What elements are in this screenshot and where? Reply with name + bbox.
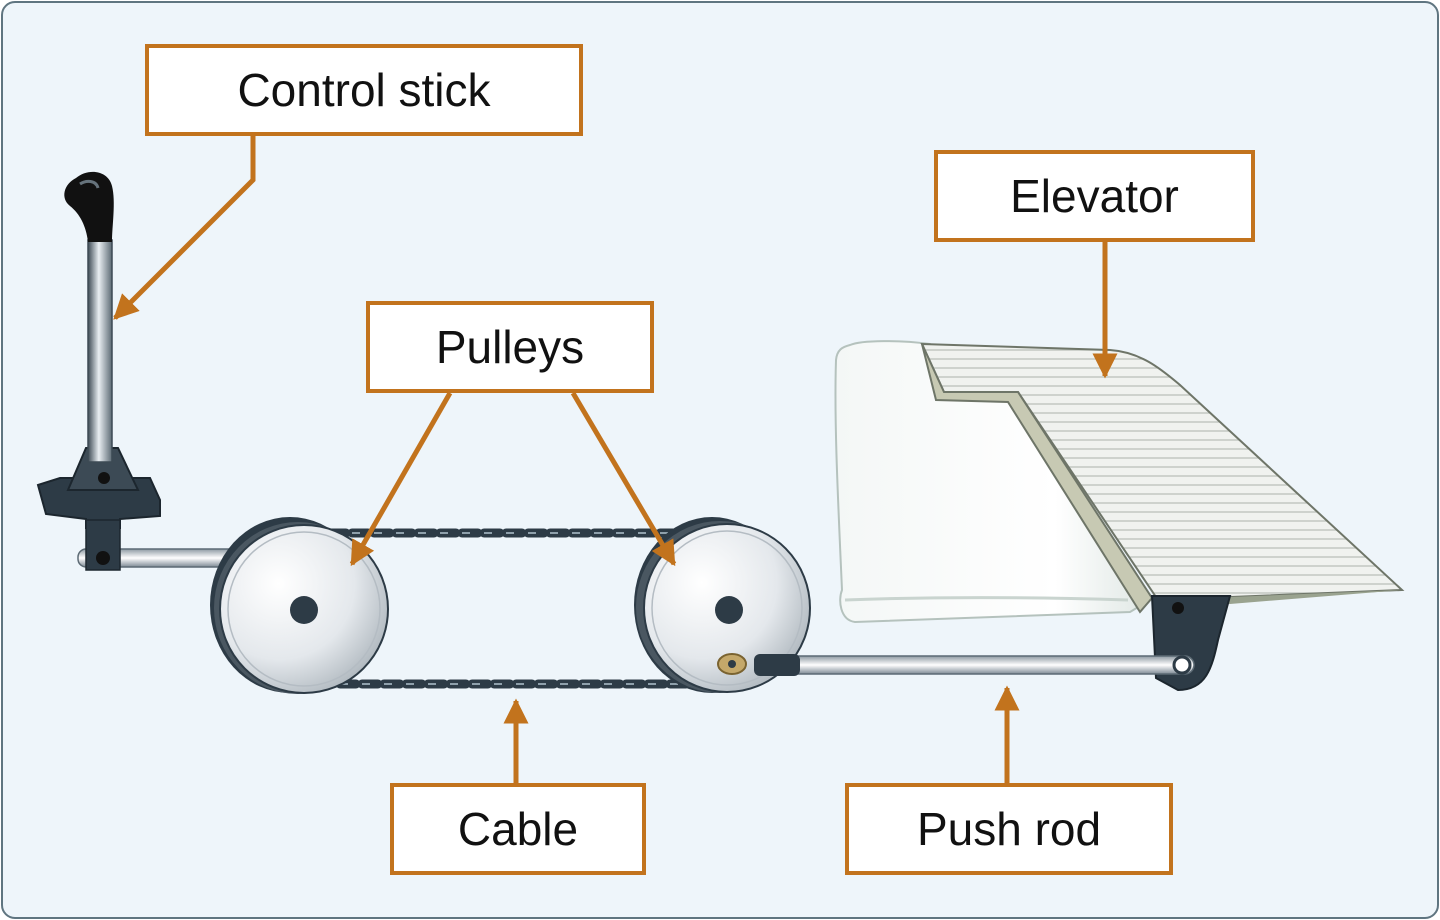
label-cable-text: Cable [457,803,579,855]
cable [325,528,705,689]
pulley-left [210,517,389,694]
arrow-control-stick [113,136,256,320]
label-pulleys: Pulleys [366,301,654,393]
push-rod [717,653,1195,676]
label-push-rod: Push rod [845,783,1173,875]
stabilizer [834,340,1152,624]
arrow-pulley-right [570,391,677,567]
label-push-rod-text: Push rod [916,803,1102,855]
control-stick [36,171,161,571]
callout-arrows [113,136,1118,783]
label-elevator: Elevator [934,150,1255,242]
label-cable: Cable [390,783,646,875]
label-pulleys-text: Pulleys [435,321,585,373]
elevator-horn [1150,595,1232,692]
label-elevator-text: Elevator [1010,170,1179,222]
label-control-stick: Control stick [145,44,583,136]
label-control-stick-text: Control stick [237,64,491,116]
arrow-pulley-left [349,391,453,567]
